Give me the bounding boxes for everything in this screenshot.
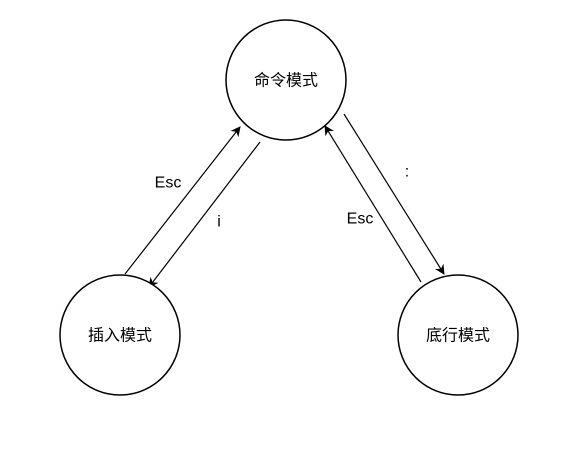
node-label-lastline-mode: 底行模式 — [426, 326, 490, 345]
edge-label-insert-to-command: Esc — [155, 175, 182, 192]
edge-command-to-lastline — [343, 113, 445, 275]
edge-lastline-to-command — [324, 125, 422, 283]
edge-label-command-to-insert: i — [217, 214, 221, 231]
edge-insert-to-command — [124, 126, 241, 275]
edge-command-to-insert — [148, 141, 261, 288]
node-command-mode: 命令模式 — [225, 19, 347, 141]
edge-label-command-to-lastline: : — [405, 164, 409, 181]
node-label-command-mode: 命令模式 — [254, 71, 318, 90]
node-lastline-mode: 底行模式 — [397, 274, 519, 396]
edge-label-lastline-to-command: Esc — [347, 211, 374, 228]
node-insert-mode: 插入模式 — [59, 274, 181, 396]
node-label-insert-mode: 插入模式 — [88, 326, 152, 345]
